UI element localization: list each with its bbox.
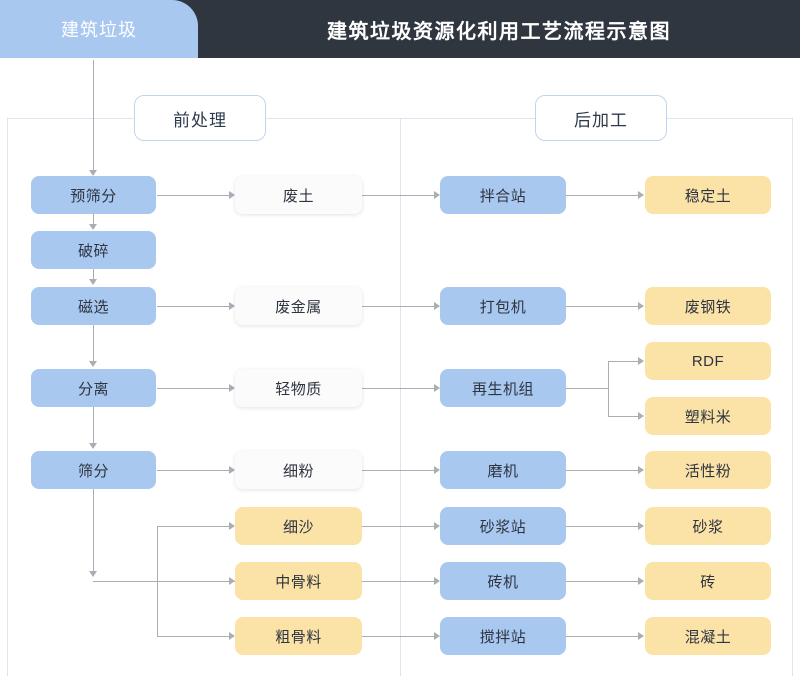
arrowhead-mortarstation <box>434 522 440 530</box>
node-separate[interactable]: 分离 <box>31 369 156 407</box>
arrowhead-medium-aggregate <box>229 577 235 585</box>
header-tab-construction-waste[interactable]: 建筑垃圾 <box>0 0 198 58</box>
connector-aggregate-bus <box>93 581 235 582</box>
arrowhead-magnetic-separate <box>89 361 97 367</box>
node-light-material[interactable]: 轻物质 <box>235 369 362 407</box>
arrowhead-rdf <box>638 357 644 365</box>
connector-wastesoil-mixingstation <box>362 195 434 196</box>
arrowhead-finepowder <box>229 466 235 474</box>
node-fine-sand[interactable]: 细沙 <box>235 507 362 545</box>
node-mortar[interactable]: 砂浆 <box>645 507 771 545</box>
node-concrete-station[interactable]: 搅拌站 <box>440 617 566 655</box>
connector-concretestation-concrete <box>566 636 638 637</box>
connector-mill-activepowder <box>566 470 638 471</box>
connector-wastemetal-baler <box>362 306 434 307</box>
node-magnetic[interactable]: 磁选 <box>31 287 156 325</box>
node-concrete[interactable]: 混凝土 <box>645 617 771 655</box>
arrowhead-plasticpellets <box>638 412 644 420</box>
node-brick[interactable]: 砖 <box>645 562 771 600</box>
node-medium-aggregate[interactable]: 中骨料 <box>235 562 362 600</box>
node-scrap-steel[interactable]: 废钢铁 <box>645 287 771 325</box>
connector-recyclingunit-fork <box>566 388 608 389</box>
arrowhead-inflow <box>89 170 97 176</box>
node-rdf[interactable]: RDF <box>645 342 771 380</box>
arrowhead-wastesoil <box>229 191 235 199</box>
arrowhead-baler <box>434 302 440 310</box>
node-mill[interactable]: 磨机 <box>440 451 566 489</box>
page-title: 建筑垃圾资源化利用工艺流程示意图 <box>327 20 671 43</box>
section-label-postprocessing: 后加工 <box>535 95 667 141</box>
arrowhead-mortar <box>638 522 644 530</box>
connector-screen-finepowder <box>157 470 229 471</box>
connector-recyclingunit-riser <box>608 361 609 416</box>
connector-mortarstation-mortar <box>566 526 638 527</box>
node-fine-powder[interactable]: 细粉 <box>235 451 362 489</box>
connector-to-coarse-aggregate <box>157 636 229 637</box>
connector-finepowder-mill <box>362 470 434 471</box>
connector-fork-rdf <box>608 361 638 362</box>
connector-crush-magnetic <box>93 269 94 279</box>
node-recycling-unit[interactable]: 再生机组 <box>440 369 566 407</box>
connector-separate-lightmaterial <box>157 388 229 389</box>
node-waste-metal[interactable]: 废金属 <box>235 287 362 325</box>
connector-screen-down <box>93 489 94 571</box>
node-brick-machine[interactable]: 砖机 <box>440 562 566 600</box>
arrowhead-prescreen-crush <box>89 224 97 230</box>
node-waste-soil[interactable]: 废土 <box>235 176 362 214</box>
arrowhead-recyclingunit <box>434 384 440 392</box>
node-mortar-station[interactable]: 砂浆站 <box>440 507 566 545</box>
node-active-powder[interactable]: 活性粉 <box>645 451 771 489</box>
connector-to-fine-sand <box>157 526 229 527</box>
connector-baler-scrapsteel <box>566 306 638 307</box>
arrowhead-crush-magnetic <box>89 279 97 285</box>
connector-inflow <box>93 60 94 170</box>
node-plastic-pellets[interactable]: 塑料米 <box>645 397 771 435</box>
connector-brickmachine-brick <box>566 581 638 582</box>
node-stabilized-soil[interactable]: 稳定土 <box>645 176 771 214</box>
arrowhead-mixingstation <box>434 191 440 199</box>
node-baler[interactable]: 打包机 <box>440 287 566 325</box>
arrowhead-separate-screen <box>89 443 97 449</box>
node-crush[interactable]: 破碎 <box>31 231 156 269</box>
connector-magnetic-separate <box>93 325 94 361</box>
arrowhead-brick <box>638 577 644 585</box>
arrowhead-concretestation <box>434 632 440 640</box>
connector-mediumaggregate-brickmachine <box>362 581 434 582</box>
arrowhead-coarse-aggregate <box>229 632 235 640</box>
connector-separate-screen <box>93 407 94 443</box>
connector-finesand-mortarstation <box>362 526 434 527</box>
arrowhead-wastemetal <box>229 302 235 310</box>
connector-mixingstation-stabilizedsoil <box>566 195 638 196</box>
connector-fork-plasticpellets <box>608 416 638 417</box>
arrowhead-activepowder <box>638 466 644 474</box>
section-divider <box>400 118 401 676</box>
arrowhead-brickmachine <box>434 577 440 585</box>
arrowhead-scrapsteel <box>638 302 644 310</box>
connector-lightmaterial-recyclingunit <box>362 388 434 389</box>
arrowhead-stabilizedsoil <box>638 191 644 199</box>
node-screen[interactable]: 筛分 <box>31 451 156 489</box>
connector-prescreen-wastesoil <box>157 195 229 196</box>
connector-coarseaggregate-concretestation <box>362 636 434 637</box>
node-pre-screen[interactable]: 预筛分 <box>31 176 156 214</box>
arrowhead-fine-sand <box>229 522 235 530</box>
arrowhead-lightmaterial <box>229 384 235 392</box>
connector-magnetic-wastemetal <box>157 306 229 307</box>
connector-aggregate-riser <box>157 526 158 637</box>
connector-prescreen-crush <box>93 214 94 224</box>
node-coarse-aggregate[interactable]: 粗骨料 <box>235 617 362 655</box>
node-mixing-station[interactable]: 拌合站 <box>440 176 566 214</box>
arrowhead-screen-down <box>89 571 97 577</box>
arrowhead-mill <box>434 466 440 474</box>
arrowhead-concrete <box>638 632 644 640</box>
section-label-pretreatment: 前处理 <box>134 95 266 141</box>
